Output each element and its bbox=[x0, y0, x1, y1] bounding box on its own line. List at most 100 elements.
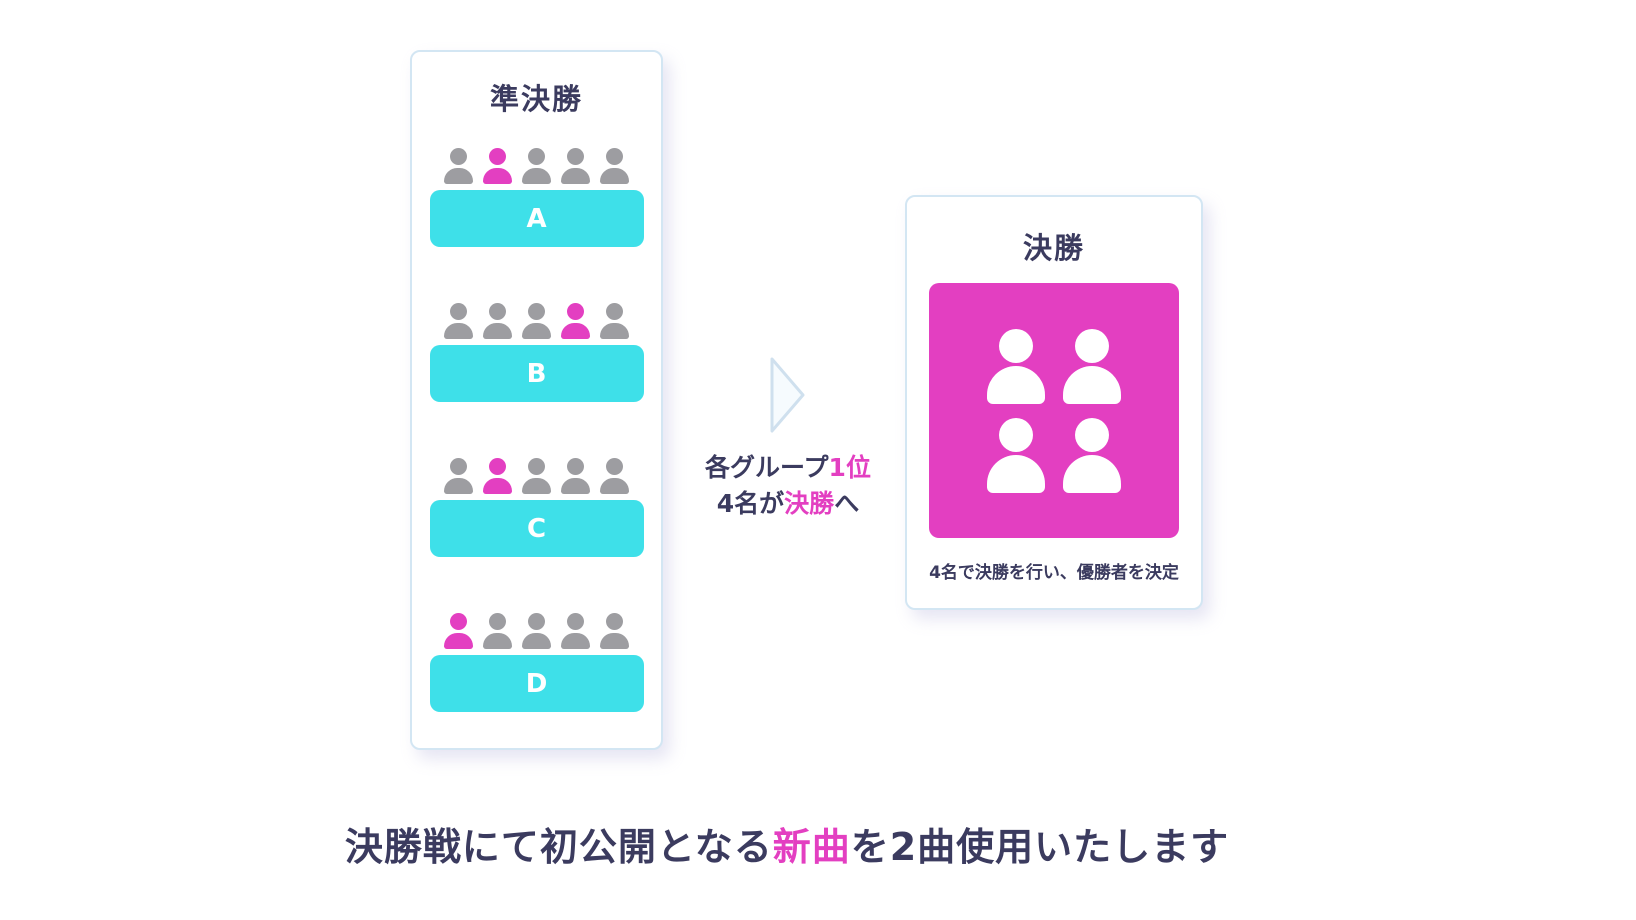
person-head bbox=[489, 148, 506, 165]
person-head bbox=[567, 458, 584, 475]
person-icon bbox=[600, 613, 629, 649]
person-icon bbox=[444, 303, 473, 339]
person-icon bbox=[561, 458, 590, 494]
person-icon-highlighted bbox=[483, 458, 512, 494]
transition-line2-suffix: へ bbox=[834, 489, 860, 519]
transition-block: 各グループ1位 4名が決勝へ bbox=[688, 356, 888, 523]
person-icon bbox=[483, 613, 512, 649]
person-body bbox=[483, 478, 512, 494]
person-body bbox=[444, 633, 473, 649]
person-icon bbox=[600, 303, 629, 339]
person-icon bbox=[444, 148, 473, 184]
group-d-label: D bbox=[429, 655, 644, 712]
person-head bbox=[489, 458, 506, 475]
person-icon bbox=[1063, 417, 1121, 493]
person-head bbox=[489, 613, 506, 630]
person-body bbox=[522, 323, 551, 339]
group-b-label: B bbox=[429, 345, 644, 402]
person-head bbox=[1075, 328, 1109, 363]
person-icon bbox=[561, 148, 590, 184]
person-head bbox=[528, 148, 545, 165]
person-body bbox=[561, 323, 590, 339]
group-c: C bbox=[429, 446, 644, 557]
semifinal-title: 準決勝 bbox=[489, 82, 583, 116]
footer-prefix: 決勝戦にて初公開となる bbox=[344, 825, 773, 869]
group-a-members bbox=[444, 136, 629, 184]
person-body bbox=[600, 323, 629, 339]
group-a: A bbox=[429, 136, 644, 247]
final-panel: 決勝 4名で決勝を行い、優勝者を決定 bbox=[905, 195, 1203, 610]
transition-line2-highlight: 決勝 bbox=[784, 489, 835, 519]
person-body bbox=[561, 478, 590, 494]
group-b: B bbox=[429, 291, 644, 402]
person-head bbox=[567, 148, 584, 165]
final-caption: 4名で決勝を行い、優勝者を決定 bbox=[929, 563, 1179, 583]
person-body bbox=[444, 168, 473, 184]
person-body bbox=[600, 168, 629, 184]
semifinal-groups: A B C D bbox=[412, 136, 661, 712]
person-head bbox=[528, 613, 545, 630]
person-body bbox=[483, 168, 512, 184]
transition-text: 各グループ1位 4名が決勝へ bbox=[705, 450, 871, 523]
person-icon-highlighted bbox=[483, 148, 512, 184]
person-head bbox=[606, 458, 623, 475]
person-icon bbox=[483, 303, 512, 339]
person-head bbox=[606, 613, 623, 630]
person-body bbox=[1063, 365, 1121, 404]
person-icon bbox=[522, 148, 551, 184]
person-body bbox=[561, 633, 590, 649]
person-icon bbox=[600, 458, 629, 494]
person-body bbox=[987, 454, 1045, 493]
transition-line1-highlight: 1位 bbox=[828, 453, 871, 482]
footer-highlight: 新曲 bbox=[772, 825, 851, 869]
final-members-card bbox=[929, 283, 1179, 538]
person-head bbox=[450, 458, 467, 475]
person-icon bbox=[600, 148, 629, 184]
transition-line1-prefix: 各グループ bbox=[705, 453, 829, 482]
semifinal-panel: 準決勝 A B C D bbox=[410, 50, 663, 750]
person-head bbox=[450, 148, 467, 165]
person-body bbox=[522, 478, 551, 494]
person-body bbox=[444, 323, 473, 339]
footer-headline: 決勝戦にて初公開となる新曲を2曲使用いたします bbox=[345, 816, 1229, 871]
person-icon bbox=[987, 417, 1045, 493]
person-body bbox=[444, 478, 473, 494]
person-head bbox=[450, 303, 467, 320]
person-head bbox=[567, 613, 584, 630]
person-icon bbox=[522, 303, 551, 339]
person-head bbox=[489, 303, 506, 320]
final-title: 決勝 bbox=[1022, 231, 1085, 265]
person-body bbox=[561, 168, 590, 184]
person-icon bbox=[522, 458, 551, 494]
person-head bbox=[528, 458, 545, 475]
person-icon-highlighted bbox=[561, 303, 590, 339]
group-b-members bbox=[444, 291, 629, 339]
person-body bbox=[1063, 454, 1121, 493]
transition-line2-prefix: 4名が bbox=[716, 489, 785, 519]
person-body bbox=[600, 478, 629, 494]
arrow-right-icon bbox=[770, 357, 805, 433]
group-c-label: C bbox=[429, 500, 644, 557]
person-head bbox=[999, 328, 1033, 363]
person-icon-highlighted bbox=[444, 613, 473, 649]
person-icon bbox=[987, 328, 1045, 404]
person-head bbox=[450, 613, 467, 630]
person-head bbox=[1075, 417, 1109, 452]
group-c-members bbox=[444, 446, 629, 494]
group-a-label: A bbox=[429, 190, 644, 247]
person-body bbox=[522, 168, 551, 184]
person-body bbox=[483, 633, 512, 649]
group-d-members bbox=[444, 601, 629, 649]
person-head bbox=[528, 303, 545, 320]
person-body bbox=[600, 633, 629, 649]
person-head bbox=[606, 303, 623, 320]
person-body bbox=[522, 633, 551, 649]
person-icon bbox=[522, 613, 551, 649]
person-icon bbox=[1063, 328, 1121, 404]
person-body bbox=[987, 365, 1045, 404]
footer-suffix: を2曲使用いたします bbox=[850, 825, 1230, 869]
person-head bbox=[606, 148, 623, 165]
person-icon bbox=[561, 613, 590, 649]
person-head bbox=[999, 417, 1033, 452]
